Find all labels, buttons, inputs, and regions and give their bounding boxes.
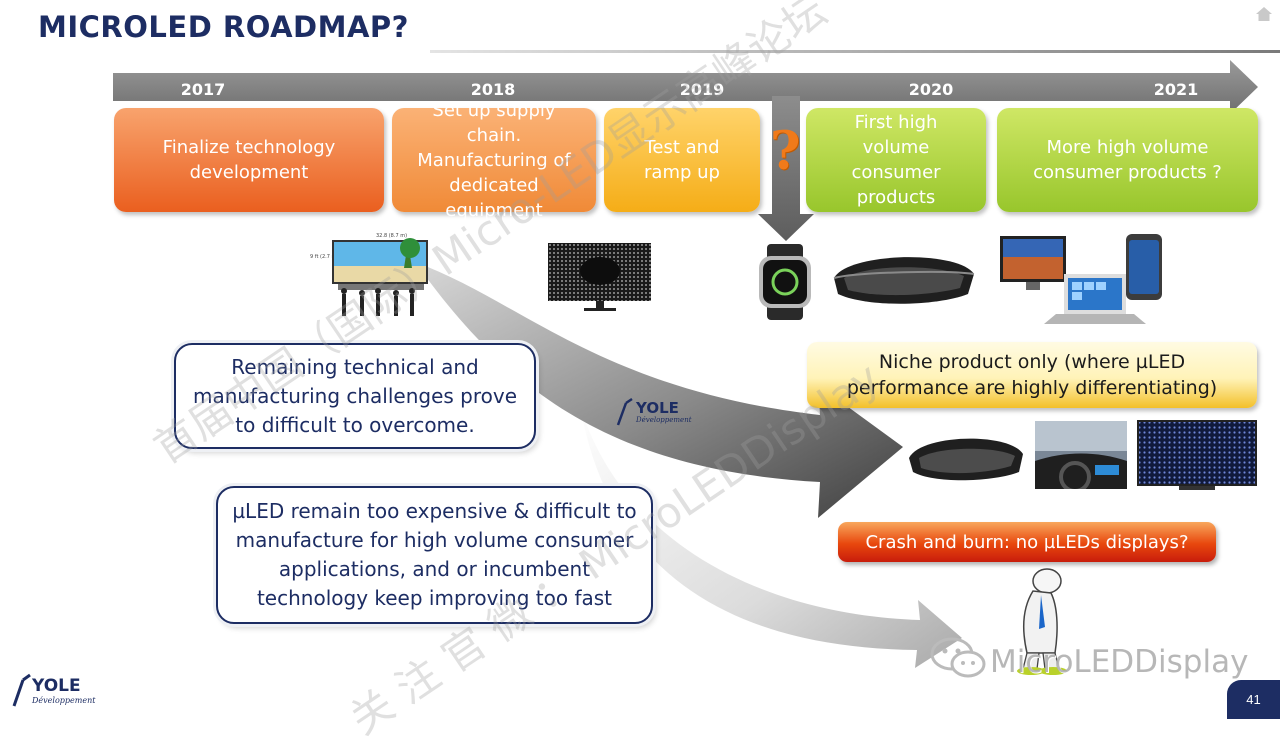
phase-finalize-technology: Finalize technology development [114,108,384,212]
yole-logo-mark-icon [12,673,31,707]
video-wall-image: 32.8 (8.7 m) 9 ft (2.7 m) [310,233,428,316]
roadmap-graphic [113,60,1258,668]
callout-technical-challenges: Remaining technical and manufacturing ch… [174,343,536,449]
led-panel-image [548,243,651,311]
title-underline [430,50,1280,53]
callout-text: µLED remain too expensive & difficult to… [232,499,637,610]
wechat-watermark-text: MicroLEDDisplay [990,644,1249,680]
disappointed-person-image [1017,568,1067,675]
yole-logo-subtext: Développement [636,416,692,424]
phase-label: Set up supply chain. Manufacturing of de… [417,99,571,221]
timeline-arrow [113,60,1258,114]
smartwatch-image [759,244,811,320]
crash-and-burn-banner: Crash and burn: no µLEDs displays? [838,522,1216,562]
question-mark: ? [770,121,801,182]
phase-label: First high volume consumer products [851,112,941,208]
yole-logo-subtext: Développement [32,696,96,705]
crash-text: Crash and burn: no µLEDs displays? [865,531,1189,553]
yole-logo-text: YOLE [636,399,679,417]
phase-label: More high volume consumer products ? [1033,137,1222,183]
year-2020: 2020 [908,80,954,99]
phase-first-high-volume: First high volume consumer products [806,108,986,212]
large-display-image [1137,420,1257,490]
niche-headset-image [909,438,1023,481]
consumer-devices-image [1000,234,1162,324]
year-2018: 2018 [470,80,516,99]
page-number-text: 41 [1246,692,1261,707]
page-number: 41 [1227,680,1280,719]
niche-scenario-arrow [415,262,903,518]
crash-scenario-arrow [580,405,962,668]
year-2021: 2021 [1153,80,1199,99]
hololens-headset-image [833,257,975,304]
down-arrow [758,96,814,241]
niche-text: Niche product only (where µLED performan… [846,351,1218,399]
callout-too-expensive: µLED remain too expensive & difficult to… [216,486,653,624]
callout-text: Remaining technical and manufacturing ch… [192,354,518,437]
slide-title: MICROLED ROADMAP? [38,10,409,44]
year-2017: 2017 [180,80,226,99]
phase-test-ramp-up: Test and ramp up [604,108,760,212]
yole-logo-text: YOLE [32,676,81,696]
yole-logo-footer: YOLE Développement [10,672,100,712]
phase-more-high-volume: More high volume consumer products ? [997,108,1258,212]
wechat-icon [930,637,986,678]
phase-label: Test and ramp up [644,137,720,183]
home-icon[interactable] [1254,4,1274,24]
phase-supply-chain: Set up supply chain. Manufacturing of de… [392,100,596,221]
video-wall-width-label: 32.8 (8.7 m) [376,233,407,239]
year-2019: 2019 [679,80,725,99]
video-wall-height-label: 9 ft (2.7 m) [310,254,338,260]
yole-logo-mark-icon [616,397,633,426]
niche-product-banner: Niche product only (where µLED performan… [807,342,1257,408]
phase-label: Finalize technology development [162,137,336,183]
car-dashboard-image [1035,421,1127,489]
